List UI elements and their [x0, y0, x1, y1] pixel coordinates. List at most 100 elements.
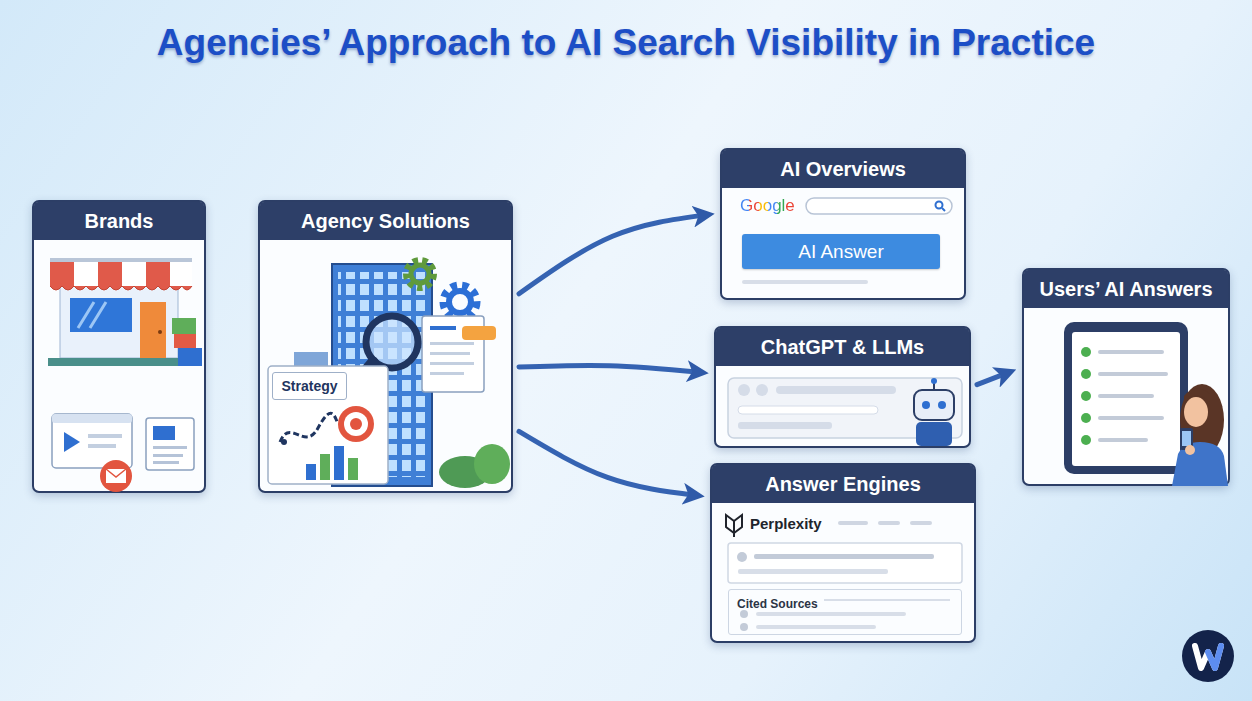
citation-list-part — [824, 599, 950, 601]
strategy-board — [268, 366, 388, 484]
strategy-board-part — [280, 413, 338, 442]
chat-window-part — [738, 406, 878, 414]
media-cards-part — [146, 418, 194, 470]
citation-list-part — [740, 623, 748, 631]
office-building-part — [338, 272, 426, 477]
chat-window — [728, 378, 962, 438]
woman-figure-part — [1172, 442, 1228, 486]
report-document-part — [422, 316, 484, 392]
report-document-part — [462, 326, 496, 340]
watermark-logo-part — [1195, 646, 1221, 668]
strategy-board-part — [320, 454, 330, 480]
storefront-part — [172, 318, 196, 334]
gear-icons — [407, 261, 476, 318]
watermark-logo — [1180, 628, 1236, 684]
answer-lines-part — [738, 569, 888, 574]
card-header: Answer Engines — [712, 465, 974, 503]
magnifier — [354, 316, 418, 384]
tablet-answer-list-part — [1098, 350, 1164, 354]
report-document-part — [430, 362, 474, 365]
users-answers-card: Users’ AI Answers — [1022, 268, 1230, 486]
storefront-part — [50, 286, 192, 290]
card-header: ChatGPT & LLMs — [716, 328, 969, 366]
answer-lines-part — [728, 543, 962, 583]
storefront-part — [158, 330, 162, 334]
answer-lines-part — [910, 521, 932, 525]
box-label: Cited Sources — [737, 597, 818, 611]
card-heading: Agency Solutions — [301, 210, 470, 233]
chat-window-part — [728, 378, 962, 438]
strategy-tag: Strategy — [272, 372, 347, 400]
storefront-part — [74, 260, 98, 286]
search-bar-part — [742, 280, 868, 284]
media-cards-part — [52, 414, 132, 468]
woman-figure-part — [1182, 431, 1191, 446]
citation-list-part — [756, 612, 906, 616]
storefront-part — [178, 348, 202, 366]
storefront — [48, 258, 202, 366]
report-document-part — [430, 342, 474, 345]
box-label: Strategy — [281, 378, 337, 394]
media-cards-part — [100, 460, 132, 492]
answer-lines-part — [878, 521, 900, 525]
chat-window-part — [776, 386, 896, 394]
office-building-part — [439, 456, 491, 488]
magnifier-part — [354, 362, 373, 384]
card-heading: ChatGPT & LLMs — [761, 336, 924, 359]
media-cards-part — [153, 461, 179, 464]
storefront-part — [174, 334, 196, 348]
card-header: Agency Solutions — [260, 202, 511, 240]
tablet-answer-list — [1064, 322, 1188, 474]
report-document-part — [430, 352, 470, 355]
strategy-board-part — [306, 464, 316, 480]
storefront-part — [140, 302, 166, 358]
card-header: AI Overviews — [722, 150, 964, 188]
media-cards-part — [153, 454, 183, 457]
answer-engines-card: Answer EnginesCited SourcesPerplexity — [710, 463, 976, 643]
media-cards — [52, 414, 194, 492]
strategy-board-part — [334, 446, 344, 480]
storefront-part — [170, 260, 192, 286]
strategy-board-part — [281, 439, 287, 445]
perplexity-logo — [726, 515, 742, 537]
card-header: Brands — [34, 202, 204, 240]
tablet-answer-list-part — [1098, 372, 1168, 376]
agency-card: Agency SolutionsStrategy — [258, 200, 513, 493]
search-bar-part — [806, 198, 952, 214]
tablet-answer-list-part — [1098, 394, 1154, 398]
flow-arrow — [519, 365, 700, 372]
citation-list-part — [756, 625, 876, 629]
woman-figure-part — [1184, 388, 1210, 404]
report-document — [422, 316, 496, 392]
ai-answer-button: AI Answer — [742, 234, 940, 269]
strategy-board-part — [350, 418, 362, 430]
tablet-answer-list-part — [1098, 416, 1164, 420]
woman-figure-part — [1184, 397, 1208, 427]
flow-arrow — [519, 431, 696, 495]
media-cards-part — [52, 414, 132, 423]
tablet-answer-list-part — [1081, 413, 1091, 423]
perplexity-logo-part — [726, 515, 742, 537]
card-header: Users’ AI Answers — [1024, 270, 1228, 308]
tablet-answer-list-part — [1081, 347, 1091, 357]
cited-sources-card: Cited Sources — [728, 589, 962, 635]
answer-lines-part — [737, 552, 747, 562]
magnifier-part — [366, 316, 418, 368]
llm-card: ChatGPT & LLMs — [714, 326, 971, 448]
storefront-illustration — [34, 202, 208, 495]
office-building-part — [332, 264, 432, 486]
media-cards-part — [153, 426, 175, 440]
card-heading: AI Overviews — [780, 158, 906, 181]
card-heading: Answer Engines — [765, 473, 921, 496]
media-cards-part — [153, 446, 187, 449]
woman-figure-part — [1180, 428, 1193, 450]
storefront-part — [146, 260, 170, 286]
storefront-part — [98, 260, 122, 286]
diagram-title: Agencies’ Approach to AI Search Visibili… — [0, 22, 1252, 64]
woman-figure — [1172, 384, 1228, 486]
agency-illustration — [260, 202, 515, 495]
chat-window-part — [756, 384, 768, 396]
watermark-logo-part — [1182, 630, 1234, 682]
